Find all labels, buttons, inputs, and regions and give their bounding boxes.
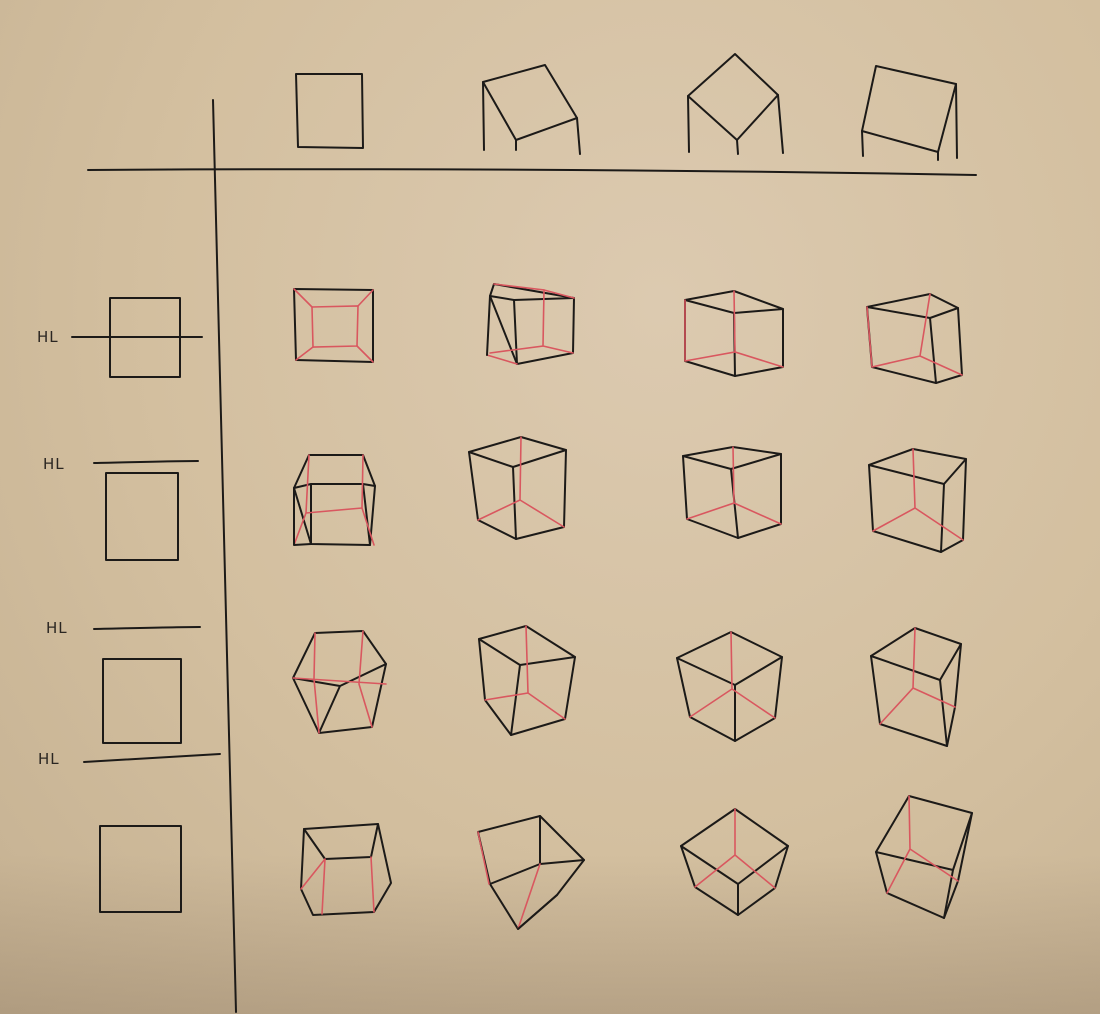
- cube-r2-c3: [682, 446, 782, 539]
- cube-r1-c4: [866, 293, 963, 384]
- cube-r2-c2: [468, 436, 567, 540]
- cube-r1-c2: [486, 283, 575, 365]
- cube-r3-c4: [870, 627, 962, 747]
- cube-r2-c1: [293, 454, 376, 546]
- cube-r4-c3: [680, 808, 789, 916]
- horizon-reference-3: HL: [38, 750, 221, 913]
- cube-r4-c1: [300, 823, 392, 916]
- cube-r4-c4: [875, 795, 973, 919]
- horizontal-axis-line: [87, 168, 977, 176]
- vertical-axis-line: [212, 99, 237, 1013]
- hl-label: HL: [37, 328, 59, 346]
- rotation-reference-2: [687, 53, 784, 155]
- cube-r1-c1: [293, 288, 374, 363]
- cube-r1-c3: [684, 290, 784, 377]
- hl-label: HL: [46, 619, 68, 637]
- rotation-reference-1: [482, 64, 581, 155]
- horizon-reference-2: HL: [46, 619, 201, 744]
- horizon-reference-1: HL: [43, 455, 199, 561]
- cube-r3-c3: [676, 631, 783, 742]
- cube-r3-c1: [292, 630, 387, 734]
- horizon-reference-0: HL: [37, 297, 203, 378]
- rotation-reference-0: [295, 73, 364, 149]
- rotation-reference-3: [861, 65, 958, 161]
- cube-r2-c4: [868, 448, 967, 553]
- cube-r4-c2: [477, 815, 585, 930]
- hl-label: HL: [43, 455, 65, 473]
- hl-label: HL: [38, 750, 60, 768]
- cube-r3-c2: [478, 625, 576, 736]
